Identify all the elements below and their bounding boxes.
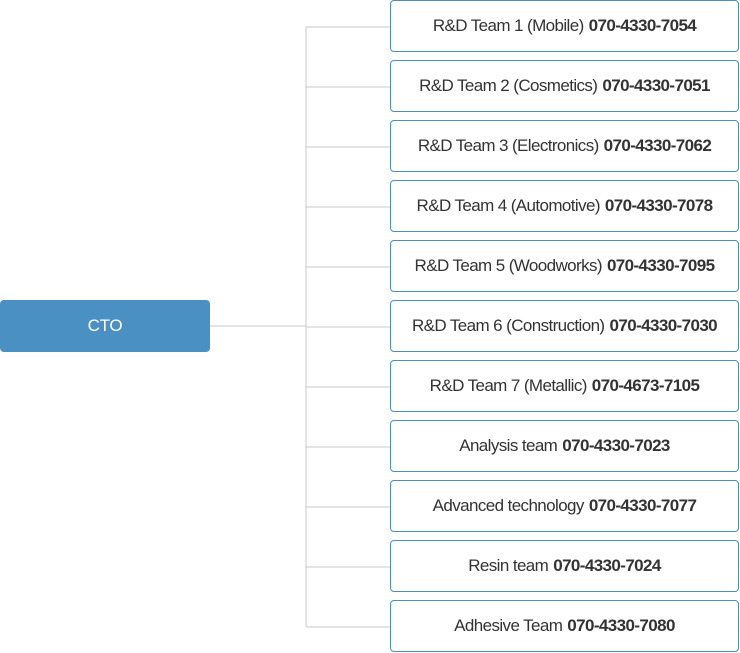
team-phone: 070-4673-7105 xyxy=(591,376,700,395)
team-name: R&D Team 3 (Electronics) xyxy=(417,136,599,155)
team-node: R&D Team 3 (Electronics) 070-4330-7062 xyxy=(390,120,739,172)
team-node: R&D Team 4 (Automotive) 070-4330-7078 xyxy=(390,180,739,232)
team-node: R&D Team 6 (Construction) 070-4330-7030 xyxy=(390,300,739,352)
team-phone: 070-4330-7062 xyxy=(603,136,712,155)
team-name: R&D Team 2 (Cosmetics) xyxy=(419,76,598,95)
cto-label: CTO xyxy=(87,316,123,335)
team-name: R&D Team 7 (Metallic) xyxy=(429,376,588,395)
team-name: Advanced technology xyxy=(432,496,585,515)
team-phone: 070-4330-7054 xyxy=(588,16,697,35)
team-phone: 070-4330-7078 xyxy=(604,196,713,215)
team-name: Analysis team xyxy=(459,436,558,455)
team-phone: 070-4330-7051 xyxy=(602,76,710,95)
team-phone: 070-4330-7030 xyxy=(609,316,718,335)
team-node: R&D Team 5 (Woodworks) 070-4330-7095 xyxy=(390,240,739,292)
team-node: Advanced technology 070-4330-7077 xyxy=(390,480,739,532)
team-phone: 070-4330-7077 xyxy=(588,496,697,515)
team-node: R&D Team 2 (Cosmetics) 070-4330-7051 xyxy=(390,60,739,112)
team-name: Adhesive Team xyxy=(454,616,563,635)
team-node: R&D Team 1 (Mobile) 070-4330-7054 xyxy=(390,0,739,52)
team-name: R&D Team 1 (Mobile) xyxy=(432,16,584,35)
team-name: Resin team xyxy=(468,556,549,575)
team-node: Adhesive Team 070-4330-7080 xyxy=(390,600,739,652)
team-phone: 070-4330-7023 xyxy=(562,436,670,455)
team-name: R&D Team 5 (Woodworks) xyxy=(414,256,603,275)
team-phone: 070-4330-7024 xyxy=(553,556,661,575)
team-name: R&D Team 4 (Automotive) xyxy=(416,196,601,215)
team-node: R&D Team 7 (Metallic) 070-4673-7105 xyxy=(390,360,739,412)
team-node: Resin team 070-4330-7024 xyxy=(390,540,739,592)
cto-node: CTO xyxy=(0,300,210,352)
team-phone: 070-4330-7095 xyxy=(606,256,715,275)
team-phone: 070-4330-7080 xyxy=(567,616,675,635)
team-name: R&D Team 6 (Construction) xyxy=(411,316,605,335)
team-node: Analysis team 070-4330-7023 xyxy=(390,420,739,472)
branch-lines xyxy=(306,26,390,628)
